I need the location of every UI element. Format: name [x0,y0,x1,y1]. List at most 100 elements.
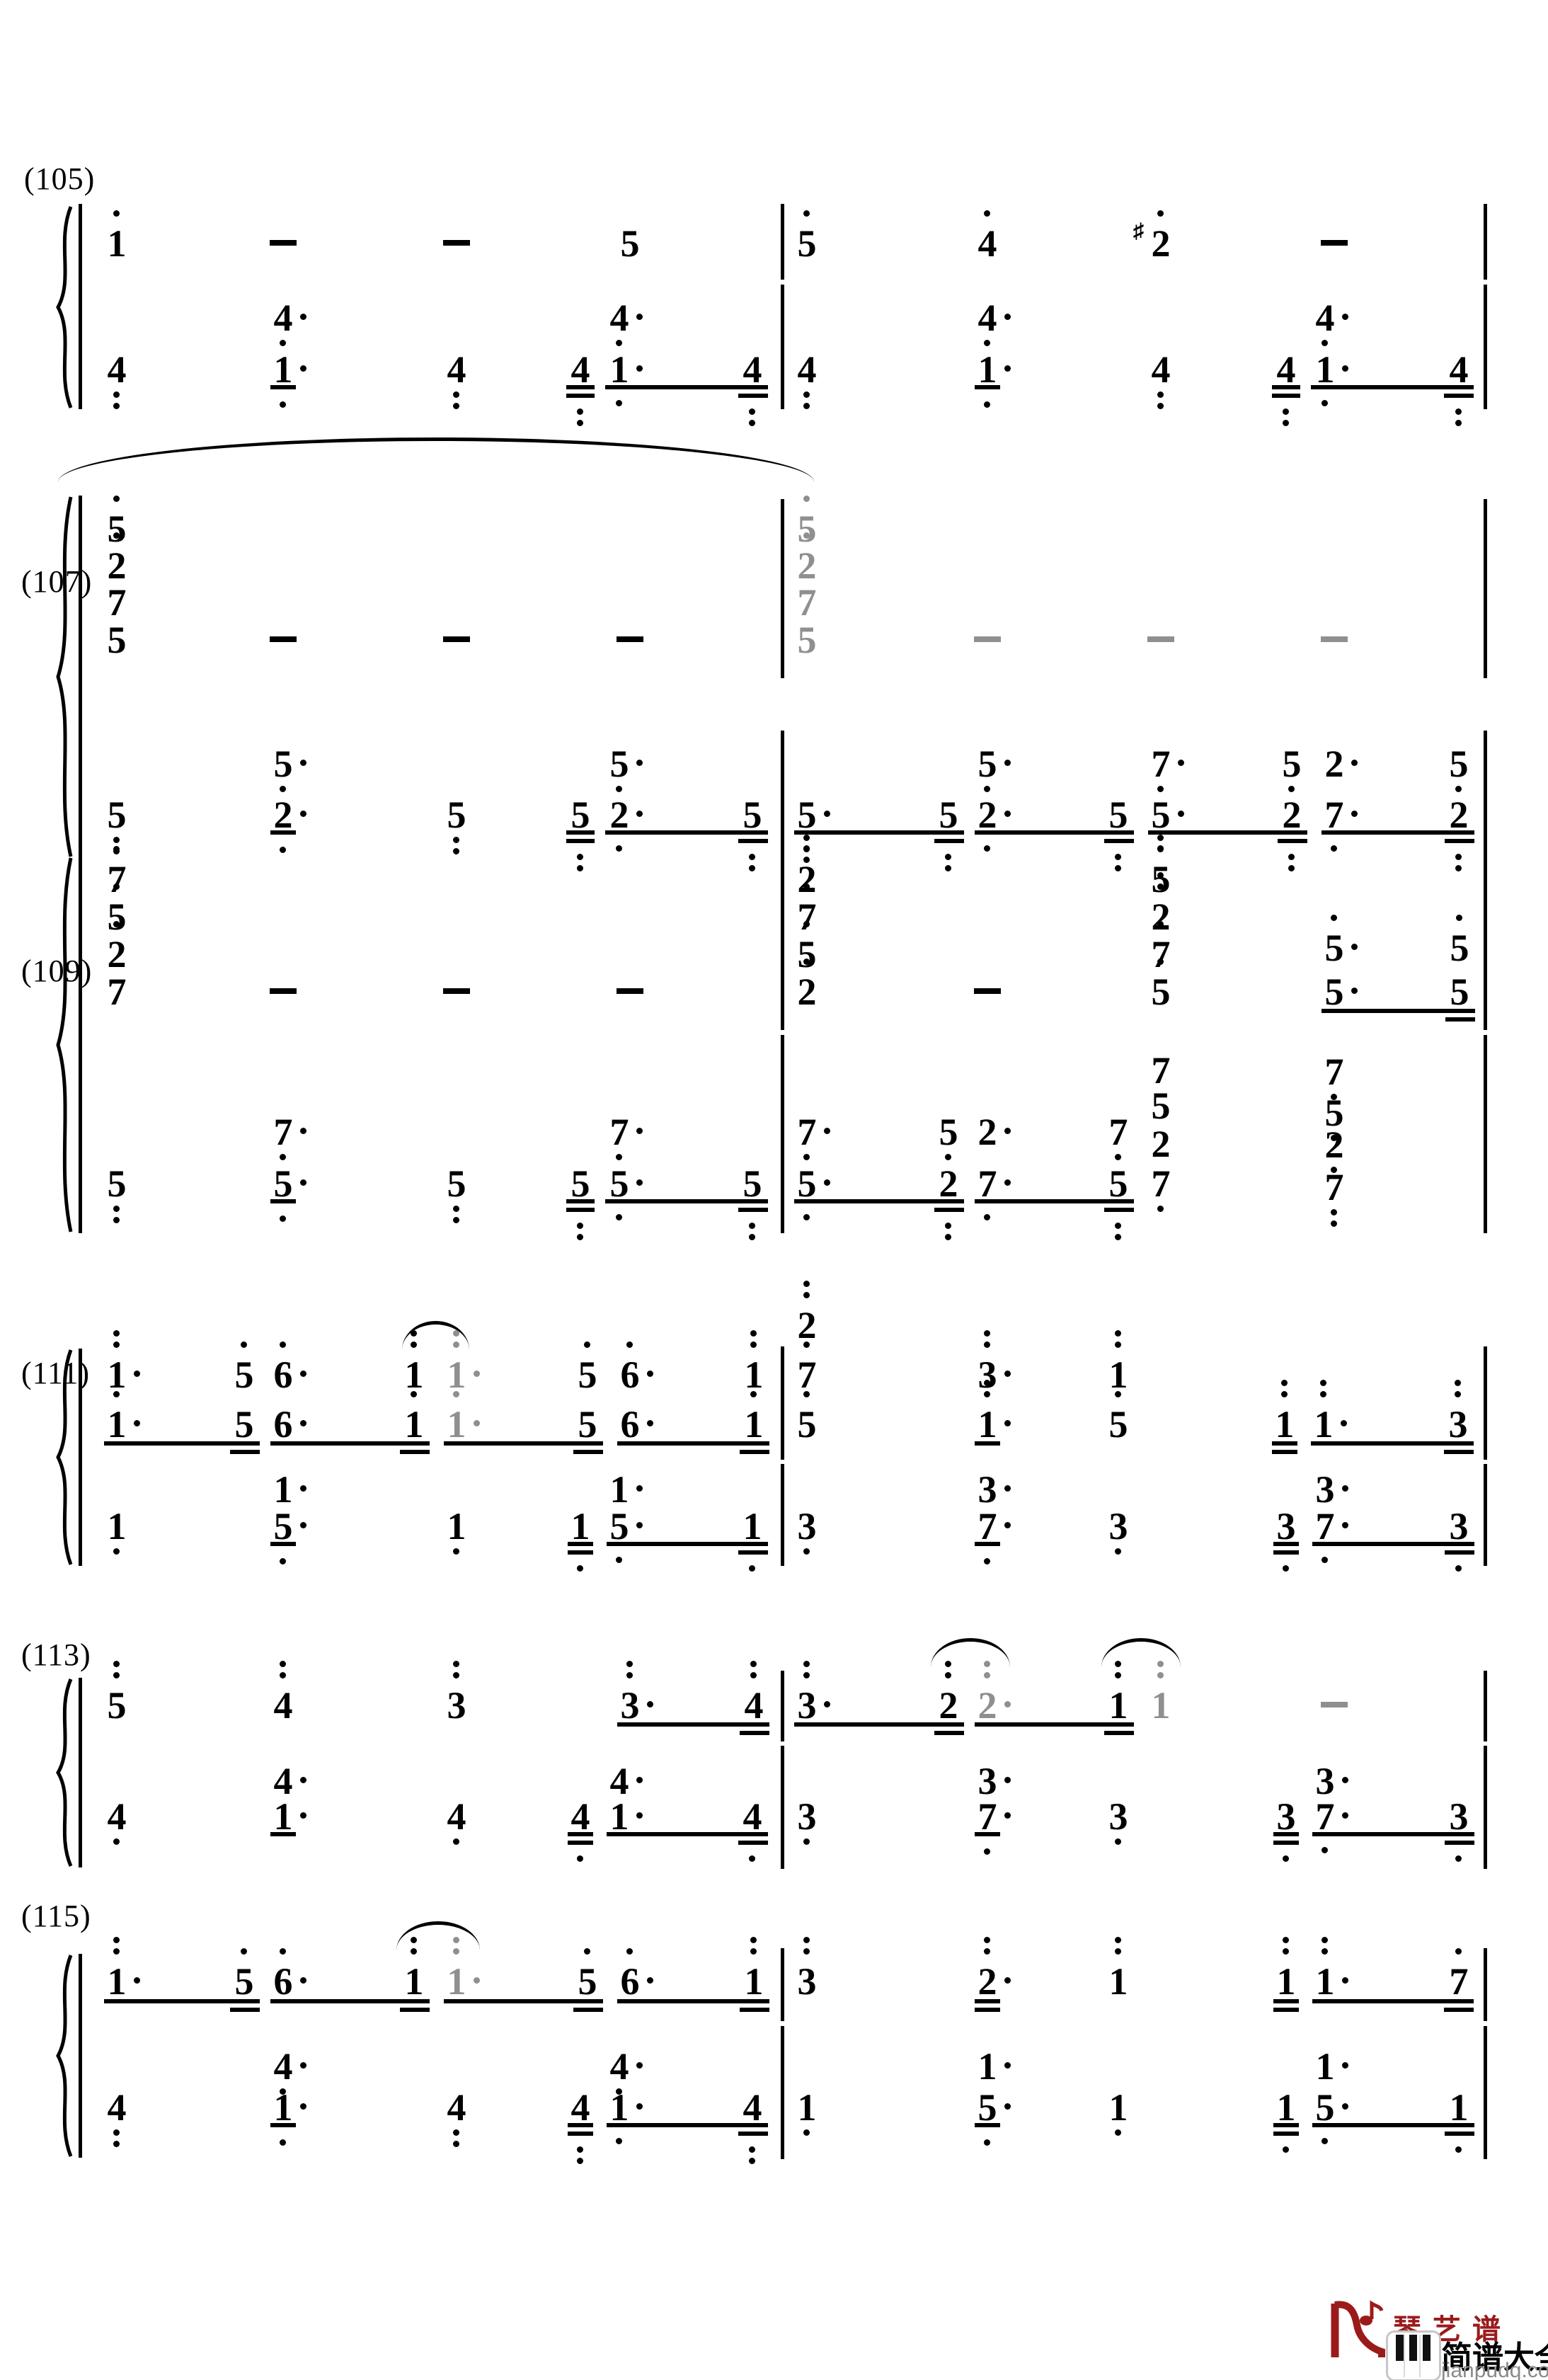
note: 7 [1087,1101,1150,1165]
beam-line [1311,1441,1474,1446]
octave-dot-above [984,1948,990,1955]
octave-dot-below [749,865,755,871]
octave-dot-above [803,1281,810,1287]
sharp-icon: ♯ [1133,219,1144,243]
note: 1 [425,1330,488,1407]
note-digit: 1 [609,348,629,391]
octave-dot-below [616,786,622,792]
octave-dot-above [945,1672,951,1678]
note: 1 [382,1391,446,1457]
note: 6 [598,1341,662,1407]
note-digit: 4 [1449,348,1469,391]
rest-dash [251,211,315,275]
beam-line [566,385,595,389]
barline [781,1464,784,1566]
note: 4 [775,338,839,409]
note-digit: 6 [620,1960,640,2003]
beam-line [605,830,768,835]
octave-dot-above [1157,872,1164,879]
note-digit: 1 [1108,1683,1128,1727]
note-digit: 7 [797,895,817,938]
octave-dot-above [280,1672,286,1678]
note-digit: 2 [107,932,127,976]
note: 5 [212,1393,276,1457]
beam-line [605,1199,768,1203]
measure-number-label: (115) [21,1899,91,1933]
octave-dot-below [1115,1234,1121,1240]
octave-dot-below [945,1154,951,1160]
note: 5 [251,1495,315,1564]
note-digit: 1 [1108,2086,1128,2129]
note: 1 [587,1458,651,1522]
beam-line [738,1550,768,1555]
note-digit: 4 [273,296,293,339]
octave-dot-below [945,854,951,860]
note: 4 [251,1750,315,1814]
note: 1 [85,210,149,276]
note-digit: 5 [273,742,293,785]
octave-dot-above [984,1341,990,1348]
note-digit: 4 [273,1683,293,1727]
beam-line [975,1441,1000,1446]
note: 4 [251,1661,315,1738]
note-digit: 1 [571,1504,590,1547]
beam-line [794,1199,964,1203]
octave-dot-above [113,532,120,539]
note: 4 [251,2035,315,2099]
note-digit: 5 [1449,742,1469,785]
octave-dot-below [1115,1223,1121,1229]
rest-dash-bar [443,636,470,642]
octave-dot-above [113,1341,120,1348]
note: 4 [587,1750,651,1814]
note: 5 [212,1948,276,2014]
note: 1 [251,338,315,408]
note-digit: 5 [1324,970,1344,1013]
note: 1 [1087,2076,1150,2140]
octave-dot-above [113,1672,120,1678]
note-digit: 2 [609,793,629,836]
octave-dot-above [803,1292,810,1298]
octave-dot-above [453,1391,459,1397]
staff-brace-icon [56,1678,73,1867]
note: 4 [85,338,149,409]
octave-dot-below [1321,400,1328,406]
note-digit: 1 [743,1504,762,1547]
note: 4 [1129,338,1193,409]
beam-line [230,2008,260,2012]
octave-dot-below [616,2138,622,2144]
note: 1 [1293,2035,1357,2099]
note: 3 [956,1458,1019,1522]
note-digit: 3 [1449,1795,1469,1838]
note-digit: 5 [1151,970,1171,1013]
note: 3 [1293,1458,1357,1522]
beam-line [1273,2008,1299,2012]
augmentation-dot [1342,1777,1348,1783]
octave-dot-below [984,1848,990,1855]
note: 5 [917,784,980,871]
octave-dot-above [113,1661,120,1667]
note: 5 [1129,784,1193,852]
augmentation-dot [1004,365,1011,372]
note-digit: 1 [977,1402,997,1446]
rest-dash [956,959,1019,1023]
note-digit: 2 [273,793,293,836]
note-digit: 1 [744,1402,764,1446]
note: 1 [251,1458,315,1522]
rest-dash [956,607,1019,671]
note: 5 [1428,915,1491,980]
note: 1 [722,1330,786,1407]
barline [781,285,784,409]
barline [1484,1346,1487,1460]
note: 1 [721,1495,784,1572]
note: 2 [775,532,839,598]
note-digit: 2 [1151,1122,1171,1165]
augmentation-dot [647,1371,653,1377]
augmentation-dot [1351,760,1358,766]
augmentation-dot [1004,1701,1011,1707]
note-digit: 5 [939,793,958,836]
augmentation-dot [300,811,306,817]
note-digit: 5 [977,2086,997,2129]
octave-dot-below [113,848,120,854]
beam-line [738,1208,768,1212]
note-digit: 5 [1151,793,1171,836]
